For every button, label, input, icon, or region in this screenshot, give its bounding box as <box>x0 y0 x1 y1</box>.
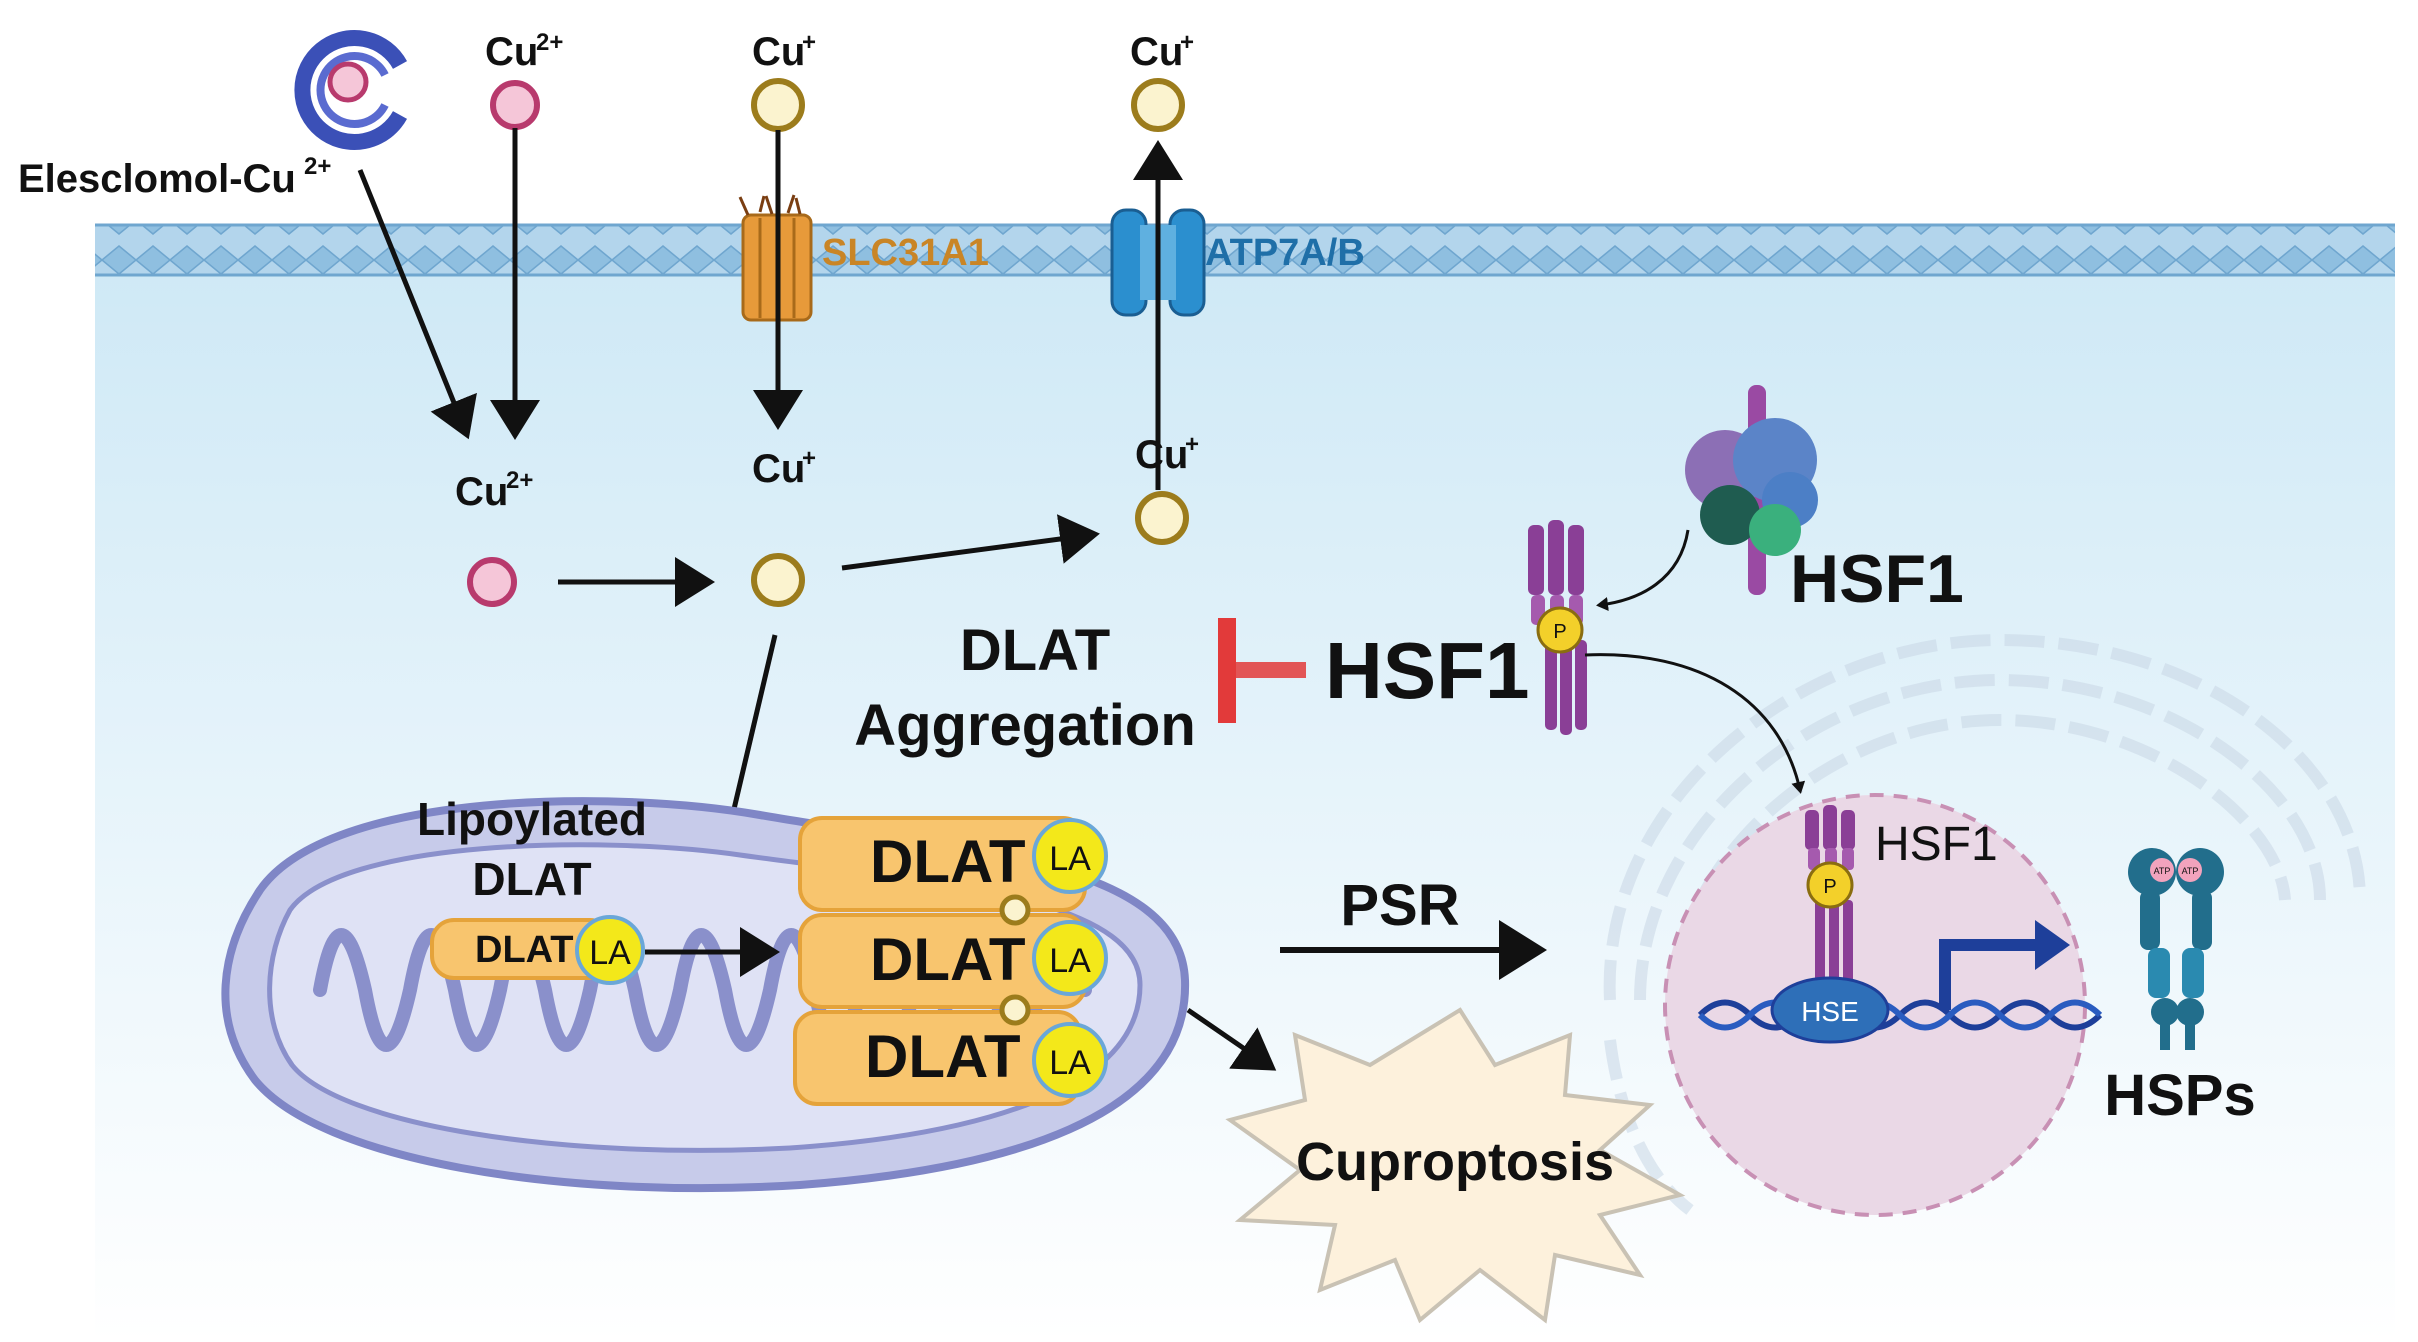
ion-label-cu2-cyto: Cu <box>455 470 508 514</box>
inhibition-symbol <box>1218 618 1306 723</box>
dlat-aggregate-label-3: DLAT <box>865 1023 1021 1090</box>
cu1-ion-top-left <box>751 78 805 132</box>
hsf1-trimer-icon <box>1528 520 1587 735</box>
hsf1-big-label: HSF1 <box>1325 626 1530 715</box>
dlat-aggregate-label-1: DLAT <box>870 828 1026 895</box>
dlat-aggregation-line1: DLAT <box>960 618 1110 683</box>
ion-sup-cu1-cyto: + <box>802 445 816 472</box>
atp-label-left: ATP <box>2154 866 2171 876</box>
hse-element <box>1770 976 1890 1044</box>
atp7ab-label: ATP7A/B <box>1205 232 1365 274</box>
phospho-label-nucleus: P <box>1823 876 1836 898</box>
lipoylated-dlat-label: DLAT <box>475 929 574 971</box>
dlat-aggregation-line2: Aggregation <box>854 693 1196 758</box>
ion-sup-cu2-top: 2+ <box>536 29 563 56</box>
psr-label: PSR <box>1340 873 1459 938</box>
ion-sup-cu1-top-right: + <box>1180 29 1194 56</box>
cu2-ion-cyto <box>467 557 517 607</box>
cuproptosis-burst-icon <box>1225 1007 1686 1324</box>
hsps-label: HSPs <box>2104 1063 2256 1128</box>
dna-helix-icon <box>1697 999 2103 1031</box>
dlat-aggregate-la-2: LA <box>1049 942 1091 980</box>
ion-label-cu1-top-right: Cu <box>1130 30 1183 74</box>
dlat-aggregate: DLAT LA DLAT LA DLAT LA <box>793 816 1108 1106</box>
arrow-cu1-to-efflux <box>841 514 1100 571</box>
hsf1-nucleus-label: HSF1 <box>1875 818 1998 871</box>
arrow-elesclomol-to-cu2 <box>357 169 477 440</box>
arrow-complex-to-hsf1-trimer <box>1596 529 1690 611</box>
atp-label-right: ATP <box>2182 866 2199 876</box>
arrow-to-cuproptosis <box>1186 1007 1277 1071</box>
ion-sup-cu2-cyto: 2+ <box>506 467 533 494</box>
elesclomol-label: Elesclomol-Cu <box>18 157 296 201</box>
dlat-aggregate-label-2: DLAT <box>870 926 1026 993</box>
arrow-hsf1-to-nucleus <box>1584 653 1806 794</box>
lipoylated-label-line1: Lipoylated <box>417 793 647 845</box>
slc31a1-label: SLC31A1 <box>822 232 989 274</box>
elesclomol-icon <box>294 30 408 150</box>
ion-label-cu1-efflux: Cu <box>1135 433 1188 477</box>
cuproptosis-label: Cuproptosis <box>1296 1132 1614 1192</box>
hse-label: HSE <box>1801 996 1859 1027</box>
hsf1-top-label: HSF1 <box>1790 541 1964 617</box>
ion-label-cu1-top-left: Cu <box>752 30 805 74</box>
lipoylated-label-line2: DLAT <box>472 853 591 905</box>
cu1-ion-efflux <box>1135 491 1189 545</box>
ion-sup-cu1-top-left: + <box>802 29 816 56</box>
lipoylated-la-label: LA <box>589 934 631 972</box>
cu1-ion-top-right <box>1131 78 1185 132</box>
phospho-label-cyto: P <box>1553 621 1566 643</box>
dlat-aggregate-la-1: LA <box>1049 840 1091 878</box>
cu1-ion-cyto <box>751 553 805 607</box>
cu2-ion-top <box>490 80 540 130</box>
cell-membrane <box>95 223 2395 277</box>
transcription-arrow-icon <box>1939 939 2040 1010</box>
hsp-dimer-icon <box>2128 848 2224 1050</box>
dlat-aggregate-la-3: LA <box>1049 1044 1091 1082</box>
hsf1-chaperone-complex-icon <box>1685 385 1818 595</box>
ion-label-cu1-cyto: Cu <box>752 447 805 491</box>
ion-sup-cu1-efflux: + <box>1185 431 1199 458</box>
lipoylated-dlat: DLAT LA <box>430 915 645 985</box>
elesclomol-superscript: 2+ <box>304 153 331 180</box>
ion-label-cu2-top: Cu <box>485 30 538 74</box>
transcription-arrowhead-icon <box>2035 920 2070 970</box>
